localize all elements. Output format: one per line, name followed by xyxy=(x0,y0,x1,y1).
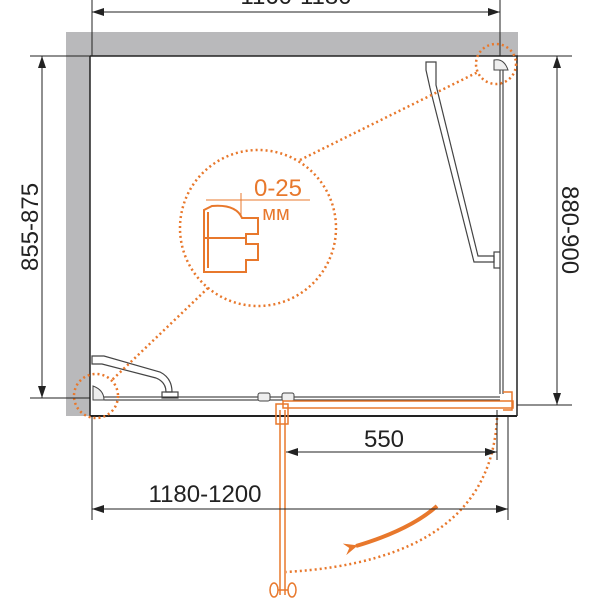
profile-section-icon xyxy=(203,193,310,273)
left-depth-label: 855-875 xyxy=(17,183,44,271)
support-bar-left xyxy=(91,355,179,399)
bottom-width-label: 1180-1200 xyxy=(149,481,262,508)
wall xyxy=(66,32,518,416)
door-width-label: 550 xyxy=(364,426,404,453)
swing-door xyxy=(269,391,514,598)
top-width-label: 1160-1180 xyxy=(240,0,351,10)
detail-callout xyxy=(72,42,518,420)
adjustment-unit-label: мм xyxy=(262,203,290,225)
door-swing-arc xyxy=(285,417,499,574)
adjustment-range-label: 0-25 xyxy=(254,175,302,202)
dimension-lines xyxy=(30,0,572,520)
wall-profile xyxy=(92,59,509,401)
enclosure-outline xyxy=(89,55,518,417)
right-depth-label: 880-900 xyxy=(556,186,583,274)
support-bar-right xyxy=(425,61,501,269)
door-hinges xyxy=(257,392,295,402)
open-direction-arrow xyxy=(342,504,439,556)
